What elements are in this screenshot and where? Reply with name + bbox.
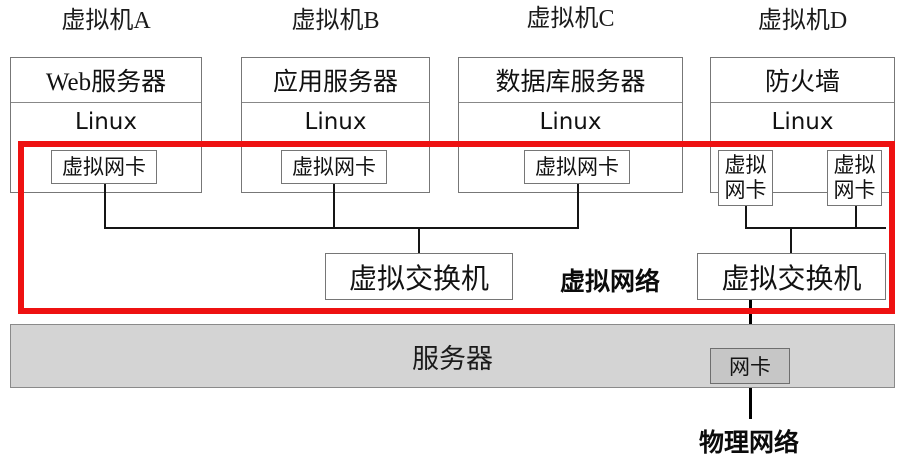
virtual-nic-label: 虚拟网卡 xyxy=(62,154,146,179)
vm-role-label: 防火墙 xyxy=(764,69,840,96)
vm-frame-a: Web服务器 Linux xyxy=(10,57,202,193)
virtual-nic-b[interactable]: 虚拟网卡 xyxy=(281,150,387,184)
vm-title-b: 虚拟机B xyxy=(291,8,380,34)
vm-os-label: Linux xyxy=(539,109,602,135)
virtual-nic-label: 虚拟网卡 xyxy=(535,154,619,179)
vm-os-label: Linux xyxy=(304,109,367,135)
virtual-nic-label: 虚拟网卡 xyxy=(833,153,876,202)
vm-role-a: Web服务器 xyxy=(11,58,201,103)
physical-nic[interactable]: 网卡 xyxy=(710,348,790,384)
wire-bus-right xyxy=(745,227,886,229)
virtual-nic-label: 虚拟网卡 xyxy=(724,153,767,202)
wire-nic-d2-drop xyxy=(855,206,857,229)
virtual-switch-1[interactable]: 虚拟交换机 xyxy=(325,253,513,300)
wire-nic-d1-drop xyxy=(745,206,747,229)
server-label: 服务器 xyxy=(412,343,493,374)
vm-os-a: Linux xyxy=(11,103,201,141)
virtual-nic-a[interactable]: 虚拟网卡 xyxy=(51,150,157,184)
vm-os-d: Linux xyxy=(711,103,894,141)
wire-bus-left xyxy=(104,227,579,229)
wire-switch1-feed xyxy=(418,227,420,254)
vm-frame-c: 数据库服务器 Linux xyxy=(458,57,683,193)
vm-role-label: 数据库服务器 xyxy=(495,69,646,96)
virtual-nic-d1[interactable]: 虚拟网卡 xyxy=(718,150,773,206)
vm-role-d: 防火墙 xyxy=(711,58,894,103)
wire-nic-a-drop xyxy=(104,183,106,229)
physical-nic-label: 网卡 xyxy=(729,355,771,379)
virtual-network-label: 虚拟网络 xyxy=(559,269,660,296)
vm-title-d: 虚拟机D xyxy=(757,8,848,34)
virtual-nic-c[interactable]: 虚拟网卡 xyxy=(524,150,630,184)
wire-switch2-feed xyxy=(790,227,792,254)
vm-os-b: Linux xyxy=(242,103,429,141)
virtual-switch-label: 虚拟交换机 xyxy=(721,263,862,295)
vm-role-label: 应用服务器 xyxy=(272,69,398,96)
wire-nic-c-drop xyxy=(577,183,579,229)
virtual-network-region xyxy=(18,141,895,314)
vm-role-c: 数据库服务器 xyxy=(459,58,682,103)
vm-os-label: Linux xyxy=(771,109,834,135)
vm-title-a: 虚拟机A xyxy=(61,8,151,34)
wire-pnic-to-physnet xyxy=(749,383,752,419)
vm-os-label: Linux xyxy=(75,109,137,135)
vm-frame-d: 防火墙 Linux xyxy=(710,57,895,193)
vm-role-b: 应用服务器 xyxy=(242,58,429,103)
virtual-switch-label: 虚拟交换机 xyxy=(348,263,489,295)
vm-role-label: Web服务器 xyxy=(45,69,167,96)
virtual-nic-label: 虚拟网卡 xyxy=(292,154,376,179)
virtual-switch-2[interactable]: 虚拟交换机 xyxy=(697,253,886,300)
wire-nic-b-drop xyxy=(333,183,335,229)
vm-os-c: Linux xyxy=(459,103,682,141)
virtual-nic-d2[interactable]: 虚拟网卡 xyxy=(827,150,882,206)
vm-title-c: 虚拟机C xyxy=(526,6,615,32)
vm-frame-b: 应用服务器 Linux xyxy=(241,57,430,193)
physical-network-label: 物理网络 xyxy=(698,430,799,457)
